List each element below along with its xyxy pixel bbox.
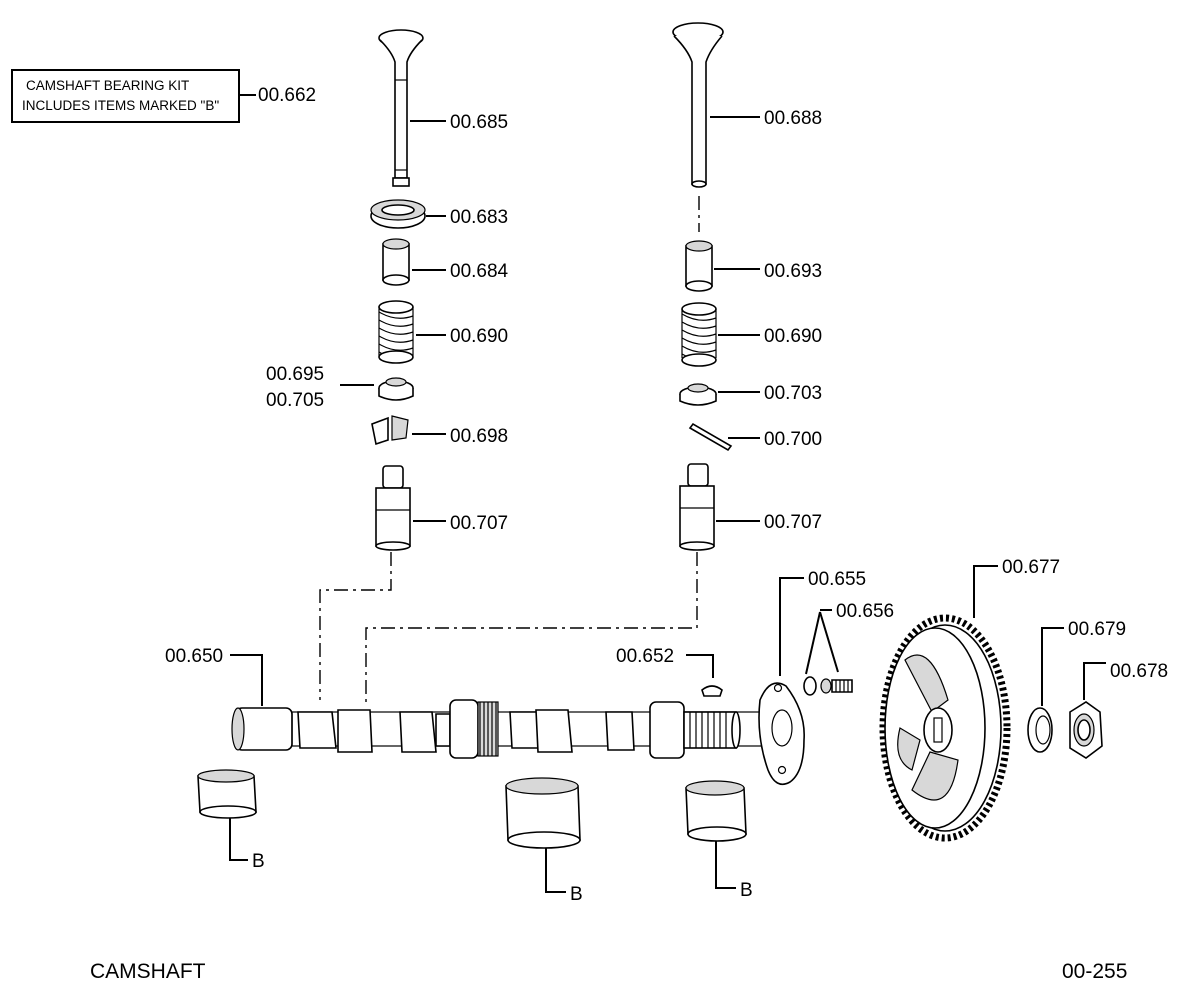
valve-guide (382, 238, 410, 286)
label-00-707-right: 00.707 (764, 512, 822, 533)
bearing-kit-note: CAMSHAFT BEARING KIT INCLUDES ITEMS MARK… (11, 69, 316, 123)
diagram-title: CAMSHAFT (90, 960, 206, 983)
intake-valve-stack: 00.685 00.683 00.684 00.690 (266, 29, 509, 700)
spring-cap (679, 383, 717, 406)
valve-exhaust (672, 22, 724, 188)
label-00-690-right: 00.690 (764, 326, 822, 347)
label-b-1: B (252, 851, 265, 872)
label-00-679: 00.679 (1068, 619, 1126, 640)
valve-spring-left (378, 300, 414, 364)
spring-retainer (378, 377, 414, 401)
camshaft (231, 699, 793, 759)
label-00-678: 00.678 (1110, 661, 1168, 682)
tappet-left (375, 465, 411, 551)
bearing-rear (685, 780, 747, 842)
label-00-656: 00.656 (836, 601, 894, 622)
gear-nut (1069, 701, 1103, 759)
exhaust-valve-stack: 00.688 00.693 00.690 00.703 00. (365, 22, 822, 706)
label-00-655: 00.655 (808, 569, 866, 590)
kit-part-number: 00.662 (258, 85, 316, 106)
label-00-684: 00.684 (450, 261, 509, 282)
timing-gear (879, 614, 1011, 842)
label-b-3: B (740, 880, 753, 901)
bearing-center (505, 777, 581, 849)
valve-keepers (371, 415, 409, 446)
valve-spring-right (681, 302, 717, 367)
label-00-650: 00.650 (165, 646, 223, 667)
label-00-707-left: 00.707 (450, 513, 508, 534)
label-00-690-left: 00.690 (450, 326, 508, 347)
label-00-695: 00.695 (266, 364, 324, 385)
label-b-2: B (570, 884, 583, 905)
valve-guide-exhaust (685, 240, 713, 292)
pin (688, 422, 733, 452)
label-00-703: 00.703 (764, 383, 822, 404)
label-00-705: 00.705 (266, 390, 324, 411)
kit-line-1: CAMSHAFT BEARING KIT (26, 78, 189, 93)
gasket-plate (758, 682, 805, 786)
screw-and-washer (803, 676, 853, 696)
label-00-693: 00.693 (764, 261, 822, 282)
label-00-685: 00.685 (450, 112, 508, 133)
woodruff-key (701, 685, 723, 697)
label-00-688: 00.688 (764, 108, 822, 129)
page-code: 00-255 (1062, 960, 1127, 983)
label-00-677: 00.677 (1002, 557, 1060, 578)
valve-intake (378, 29, 424, 187)
tappet-right (679, 463, 715, 551)
bearing-front (197, 769, 257, 819)
lock-washer (1027, 707, 1053, 753)
label-00-698: 00.698 (450, 426, 508, 447)
label-00-683: 00.683 (450, 207, 508, 228)
label-00-652: 00.652 (616, 646, 674, 667)
valve-seal (370, 199, 426, 229)
label-00-700: 00.700 (764, 429, 822, 450)
kit-line-2: INCLUDES ITEMS MARKED "B" (22, 98, 219, 113)
